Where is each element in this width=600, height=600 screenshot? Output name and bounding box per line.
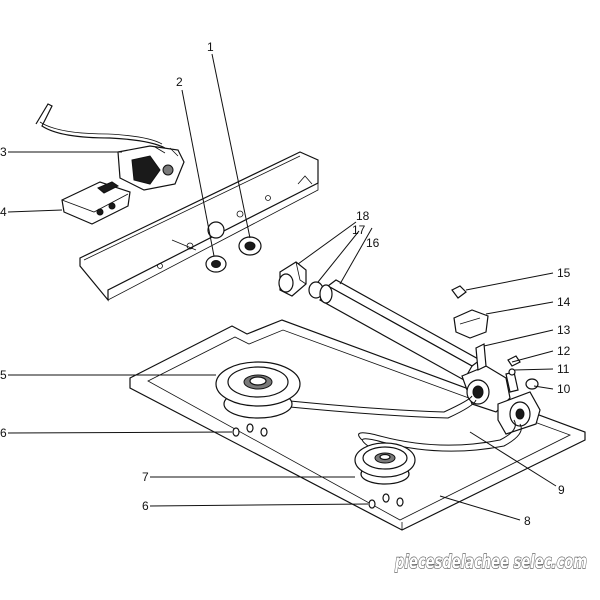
callout-15: 15 [557,266,571,280]
callout-13: 13 [557,323,571,337]
gas-valve-assembly [461,343,541,435]
callout-8: 8 [524,514,531,528]
callout-16: 16 [366,236,380,250]
callout-17: 17 [352,223,366,237]
burner-gas-tubes [279,395,522,452]
knob-bushing-2 [205,255,227,273]
callout-5: 5 [0,368,7,382]
knob-bushing-1 [238,236,262,256]
callout-18: 18 [356,209,370,223]
callout-9: 9 [558,483,565,497]
large-burner [215,361,301,419]
callout-7: 7 [142,470,149,484]
small-fittings [507,355,521,376]
callout-4: 4 [0,205,7,219]
spark-generator [61,181,131,225]
burner-screws-lower [368,493,404,509]
callout-labels: 1 2 3 4 5 6 6 7 8 9 10 11 12 13 14 15 16… [0,40,571,528]
callout-12: 12 [557,344,571,358]
callout-11: 11 [557,362,570,376]
control-panel-rail [79,151,319,302]
watermark: piecesdelachee selec.com [394,551,587,573]
ignition-switch [35,103,185,191]
leader-lines [7,53,557,521]
burner-screws-upper [232,423,268,437]
callout-3: 3 [0,145,7,159]
callout-2: 2 [176,75,183,89]
callout-1: 1 [207,40,214,54]
callout-6-upper: 6 [0,426,7,440]
callout-14: 14 [557,295,571,309]
small-burner [354,442,416,485]
callout-6-lower: 6 [142,499,149,513]
gas-inlet-elbow [278,261,307,297]
valve-clip [451,285,467,299]
valve-bracket [453,309,489,339]
callout-10: 10 [557,382,571,396]
